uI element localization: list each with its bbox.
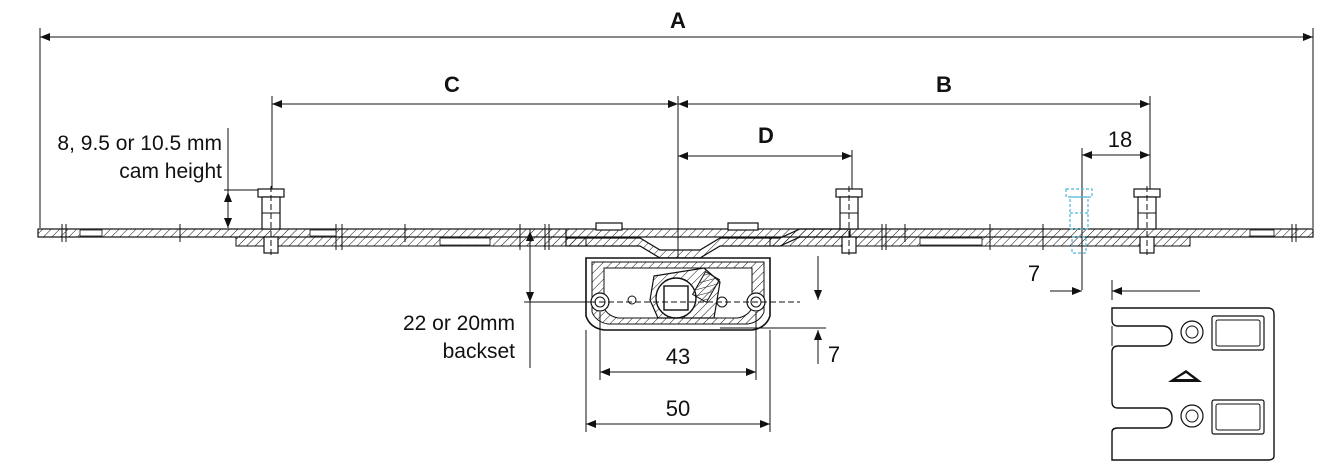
dimension-b-label: B xyxy=(936,72,952,97)
dimension-43-label: 43 xyxy=(666,344,690,369)
cam-left xyxy=(257,186,285,258)
face-plate-bar xyxy=(37,224,1314,250)
dimension-7-center: 7 xyxy=(720,256,840,367)
dimension-7-right: 7 xyxy=(1028,261,1200,300)
cam-height-line2: cam height xyxy=(119,160,222,183)
backset-line1: 22 or 20mm xyxy=(403,312,515,335)
dimension-b: B xyxy=(678,72,1151,190)
cam-right xyxy=(1133,186,1161,258)
brand-logo xyxy=(1168,370,1202,382)
dimension-50: 50 xyxy=(585,330,771,432)
keep-plate xyxy=(1111,307,1275,461)
dimension-7-center-label: 7 xyxy=(828,342,840,367)
backset-line2: backset xyxy=(443,340,516,363)
dimension-c-label: C xyxy=(444,72,460,97)
dimension-a: A xyxy=(39,8,1314,228)
dimension-18: 18 xyxy=(1081,127,1150,290)
dimension-d-label: D xyxy=(758,123,774,148)
dimension-43: 43 xyxy=(599,312,757,380)
backset-note: 22 or 20mm backset xyxy=(403,229,590,368)
dimension-18-label: 18 xyxy=(1108,127,1132,152)
cam-height-note: 8, 9.5 or 10.5 mm cam height xyxy=(57,128,272,228)
cam-middle xyxy=(835,186,863,258)
cam-height-line1: 8, 9.5 or 10.5 mm xyxy=(57,132,222,155)
dimension-7-right-label: 7 xyxy=(1028,261,1040,286)
dimension-a-label: A xyxy=(670,8,686,33)
dimension-d: D xyxy=(678,123,853,190)
cam-alternate-position xyxy=(1065,188,1093,254)
gearbox xyxy=(565,222,851,331)
dimension-c: C xyxy=(271,72,678,190)
dimension-50-label: 50 xyxy=(666,396,690,421)
